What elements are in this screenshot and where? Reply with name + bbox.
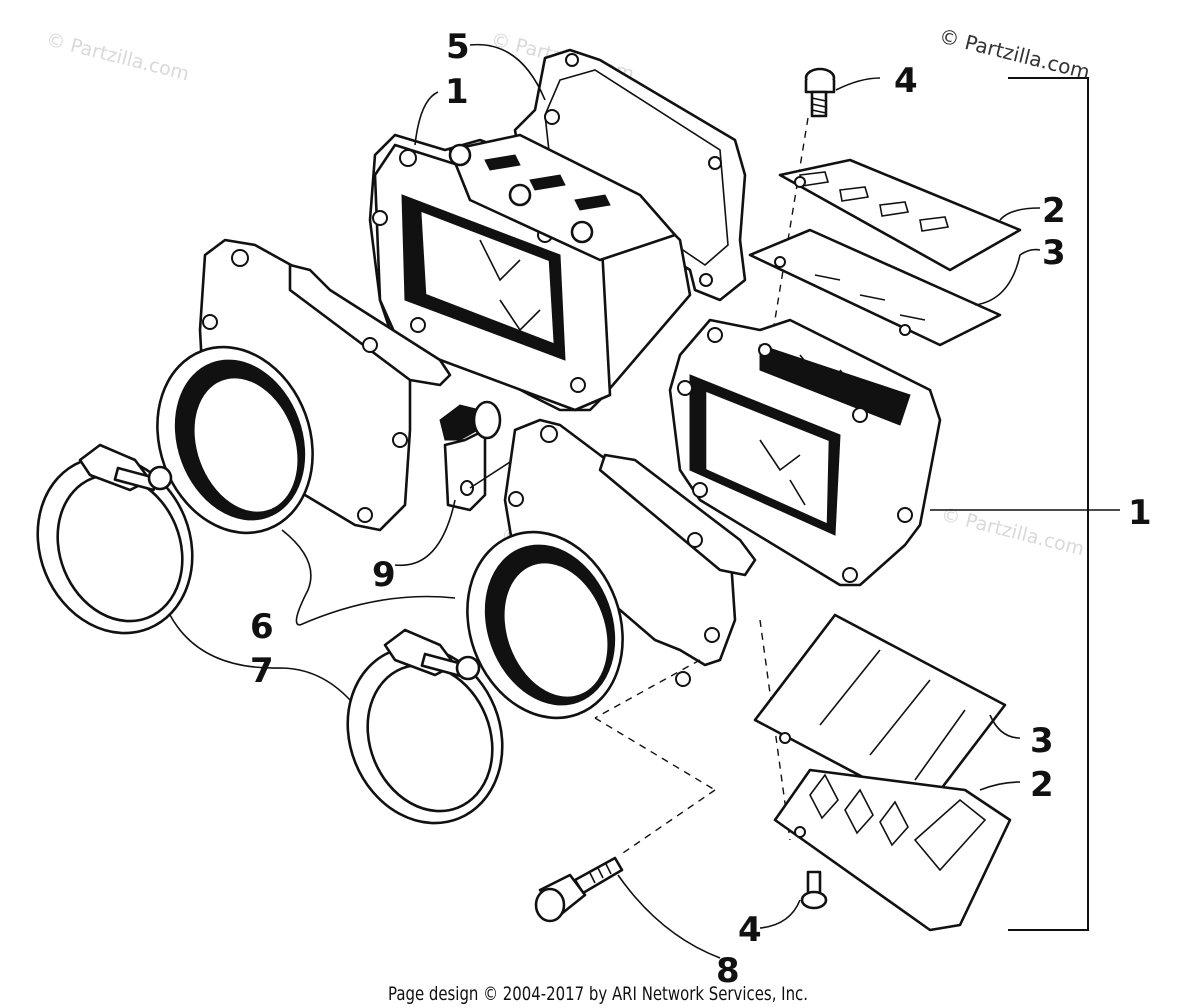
callout-label: 9	[372, 555, 396, 595]
screw-part-4-bottom	[800, 870, 828, 910]
gasket-part-5	[513, 48, 747, 302]
leader-4-bottom	[759, 899, 801, 929]
clip-part-9	[439, 400, 502, 512]
leader-9	[394, 499, 456, 567]
reed-cage-lower-part-1	[668, 318, 942, 587]
leader-6	[281, 529, 456, 626]
callout-label: 2	[1030, 765, 1054, 805]
callout-label: 4	[894, 61, 918, 101]
leader-7	[169, 614, 351, 701]
callout-label: 4	[738, 910, 762, 950]
callout-label: 1	[445, 72, 469, 112]
watermark: © Partzilla.com	[939, 504, 1087, 561]
copyright-footer: Page design © 2004-2017 by ARI Network S…	[388, 983, 808, 1005]
center-line	[769, 117, 809, 351]
leader-2-top	[999, 207, 1041, 221]
callout-label: 5	[446, 27, 470, 67]
leader-1-top	[414, 91, 439, 146]
leader-2-bottom	[979, 781, 1021, 791]
watermark-main: © Partzilla.com	[937, 24, 1093, 85]
center-line	[594, 717, 716, 791]
leader-8	[617, 874, 721, 959]
center-line	[594, 659, 701, 719]
leader-4-top	[835, 77, 881, 91]
clamp-part-7-right	[346, 628, 504, 825]
reed-petal-part-3-top	[748, 228, 1002, 347]
callout-label: 2	[1042, 191, 1066, 231]
callout-label: 3	[1042, 233, 1066, 273]
reed-cage-upper-part-1	[368, 133, 692, 412]
callout-label: 7	[250, 651, 274, 691]
watermark: © Partzilla.com	[44, 29, 192, 86]
screw-part-4-top	[804, 67, 836, 118]
callout-label: 3	[1030, 721, 1054, 761]
center-line	[759, 619, 791, 841]
reed-stop-part-2-bottom	[773, 768, 1012, 932]
callout-label: 1	[1128, 493, 1152, 533]
intake-boot-lower-part-6	[466, 418, 757, 720]
reed-stop-part-2-top	[778, 158, 1022, 272]
clamp-part-7-left	[36, 443, 194, 635]
callout-label: 6	[250, 607, 274, 647]
leader-3-bottom	[989, 714, 1021, 739]
center-line	[619, 789, 716, 856]
leader-3-top	[974, 248, 1041, 306]
bolt-part-8	[534, 856, 624, 923]
bracket-line	[1008, 77, 1089, 931]
intake-boot-upper-part-6	[156, 238, 452, 535]
callout-label: 8	[716, 951, 740, 991]
leader-5	[469, 43, 546, 101]
